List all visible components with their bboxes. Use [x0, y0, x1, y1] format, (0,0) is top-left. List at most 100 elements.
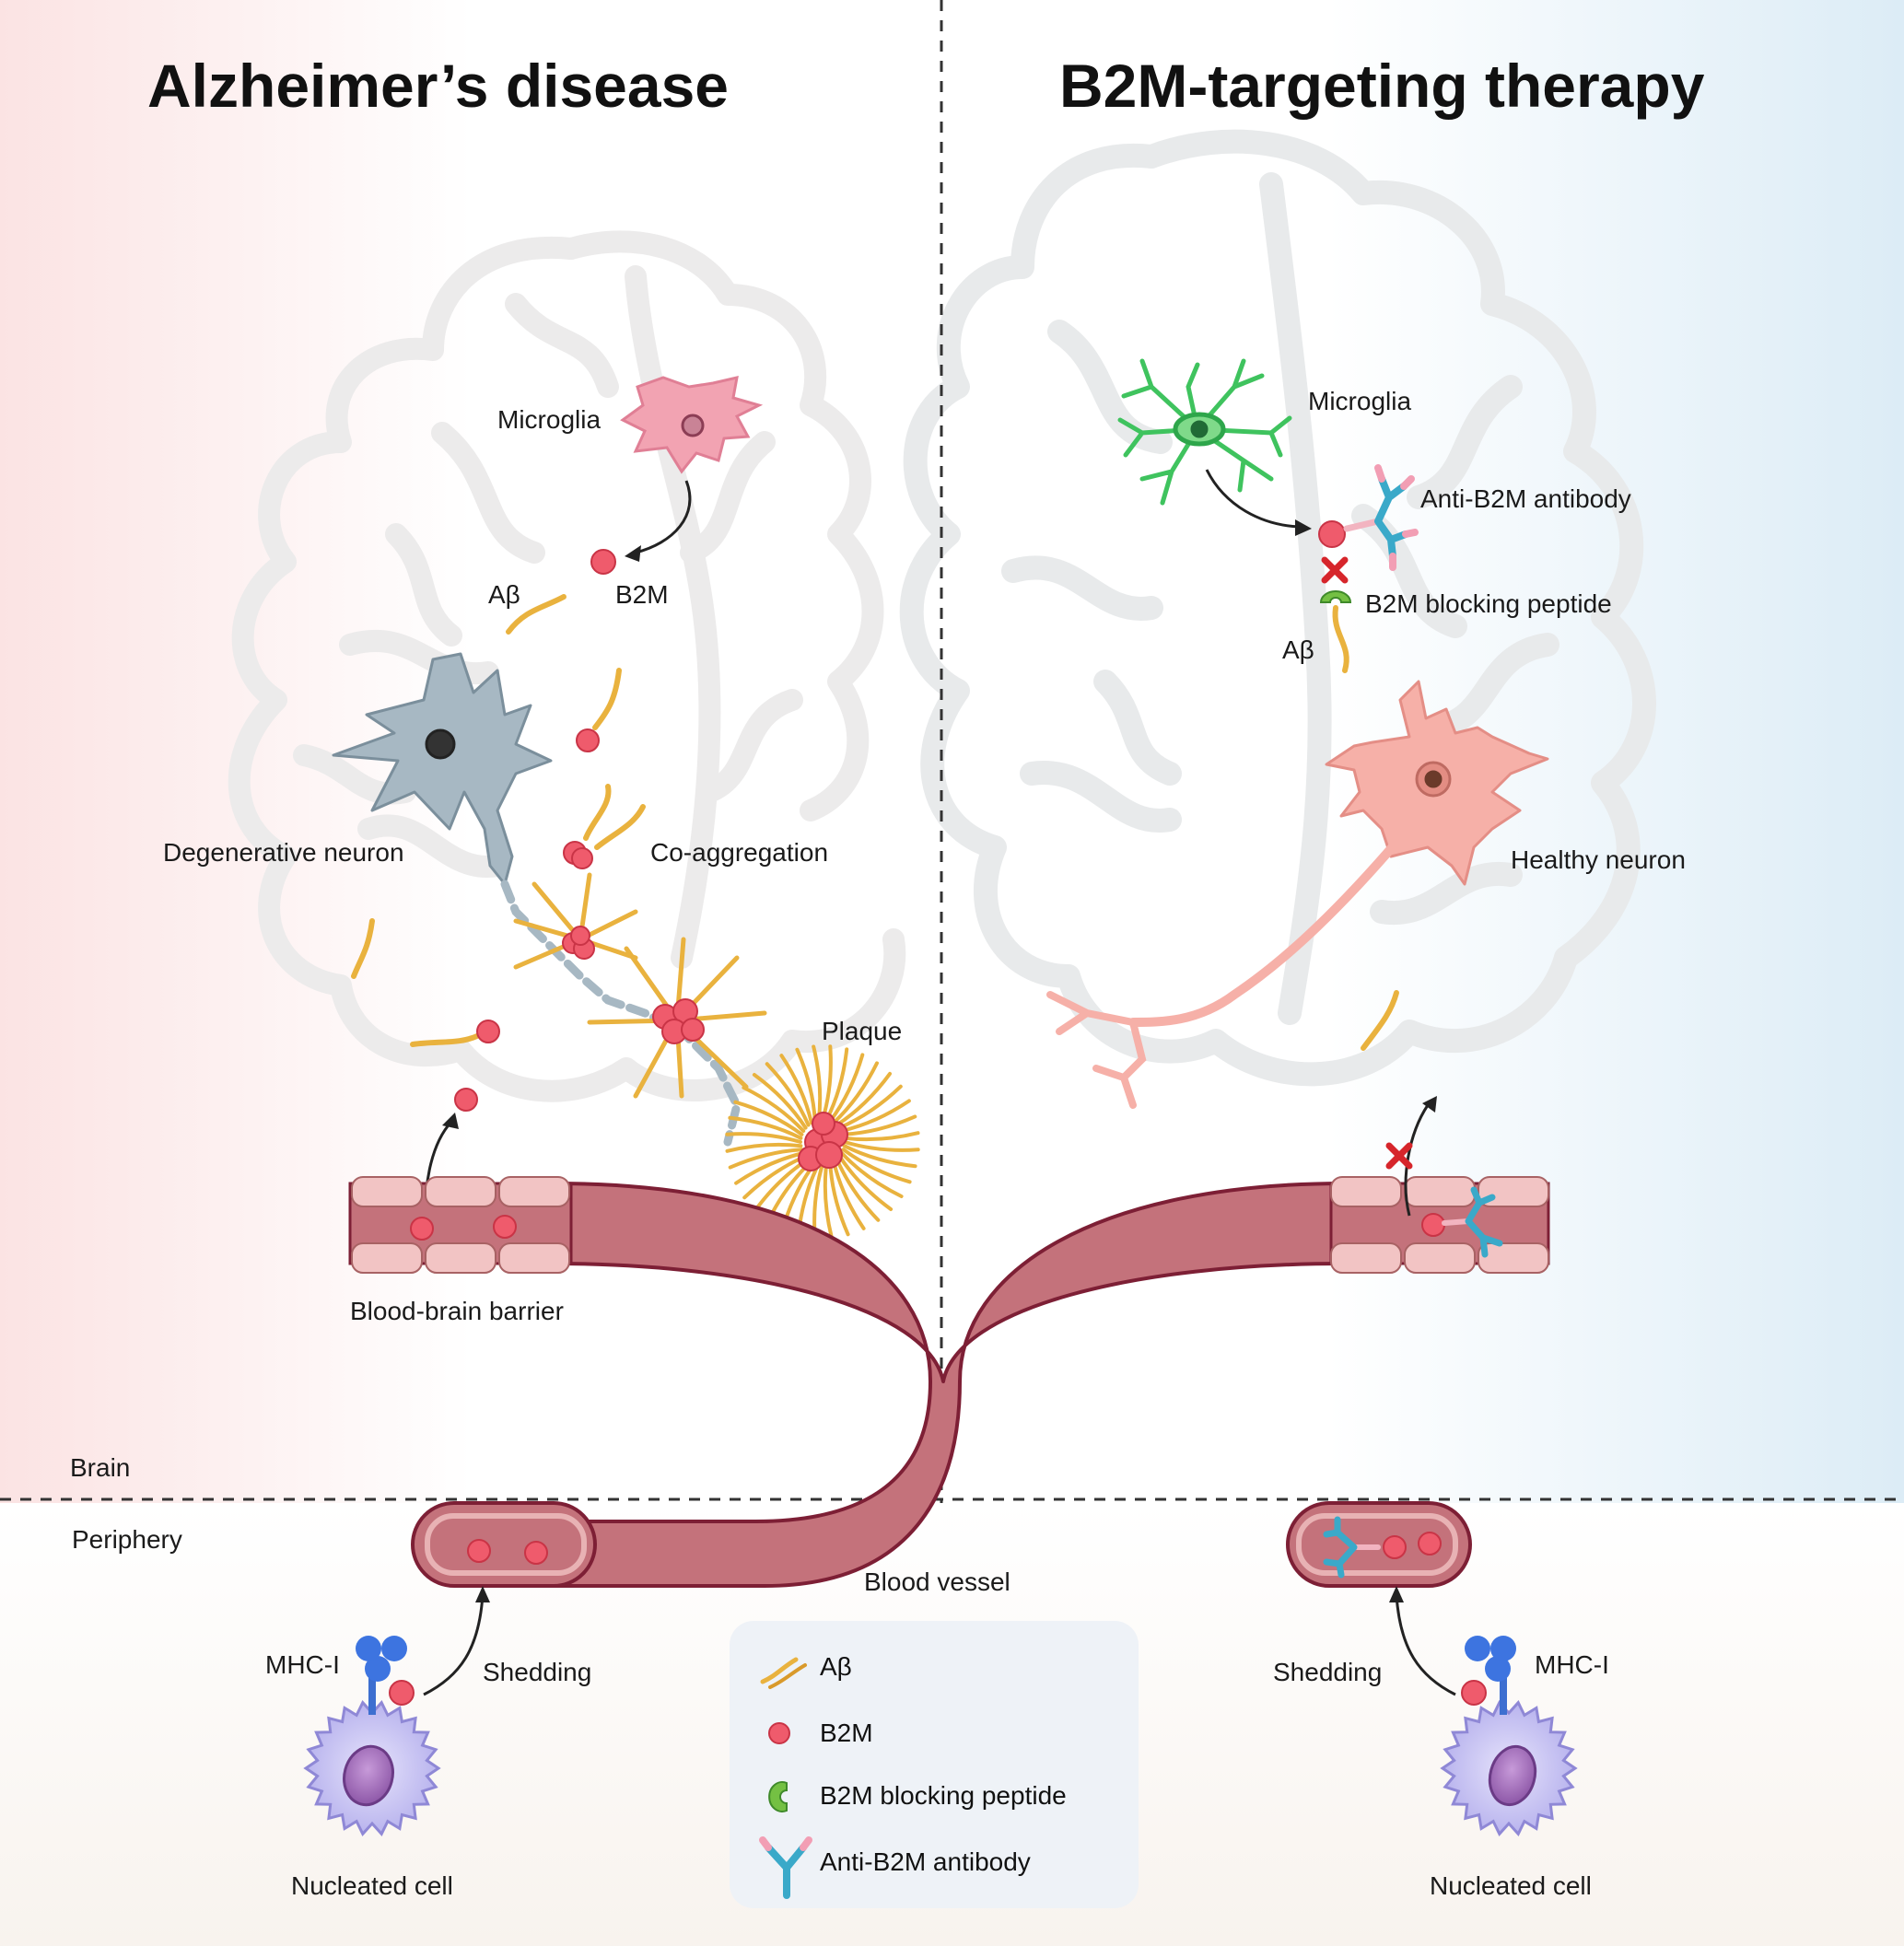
- degenerative-neuron-cell: [332, 652, 553, 886]
- left-peripheral-vessel: [411, 1501, 597, 1588]
- b2m-molecule: [576, 728, 600, 752]
- arrowhead: [625, 545, 641, 562]
- blocking-peptide-icon: [768, 1781, 788, 1812]
- microglia-to-b2m-arrow: [635, 480, 692, 554]
- legend-item-b2m: B2M: [730, 1706, 1139, 1761]
- plaque-fibril: [837, 1084, 903, 1130]
- plaque-fibril: [828, 1160, 850, 1237]
- blood-vessel-label: Blood vessel: [864, 1567, 1010, 1596]
- plaque-fibril: [752, 1073, 808, 1130]
- plaque-fibril: [795, 1047, 817, 1124]
- plaque-fibril: [725, 1132, 802, 1144]
- left-shedding-label: Shedding: [483, 1658, 592, 1686]
- degenerating-axon: [500, 880, 742, 1147]
- co-aggregate-medium: [587, 937, 767, 1099]
- plaque-fibril: [835, 1071, 892, 1127]
- abeta-fibril: [410, 1032, 482, 1047]
- healthy-neuron-label: Healthy neuron: [1511, 845, 1686, 874]
- legend-item-antibody: Anti-B2M antibody: [730, 1835, 1139, 1899]
- ad-microglia-cell: [620, 376, 764, 474]
- abeta-fibril: [1361, 990, 1399, 1051]
- blocking-peptide-label: B2M blocking peptide: [1365, 589, 1612, 618]
- right-shedding-label: Shedding: [1273, 1658, 1383, 1686]
- blocked-crossing-arrow: [1404, 1104, 1430, 1217]
- legend-label: Anti-B2M antibody: [820, 1847, 1031, 1876]
- arrowhead: [1389, 1586, 1404, 1602]
- degenerative-neuron-label: Degenerative neuron: [163, 838, 404, 867]
- plaque-fibril: [728, 1115, 803, 1140]
- therapy-microglia-cell: [1117, 358, 1292, 506]
- healthy-axon: [1128, 833, 1405, 1027]
- co-aggregate-small: [513, 872, 638, 970]
- periphery-region-label: Periphery: [72, 1525, 182, 1554]
- antibody-in-vessel: [1323, 1516, 1381, 1579]
- antibody-icon: [759, 1836, 812, 1899]
- healthy-neuron-cell: [1325, 680, 1549, 886]
- arrowhead: [1295, 519, 1312, 536]
- plaque-label: Plaque: [822, 1017, 903, 1045]
- b2m-molecule: [590, 549, 616, 575]
- plaque-fibril: [843, 1140, 920, 1152]
- arrowhead: [442, 1113, 459, 1129]
- axon-terminal: [1046, 991, 1147, 1109]
- abeta-fibril: [594, 804, 646, 850]
- right-nucleated-cell-label: Nucleated cell: [1430, 1871, 1592, 1900]
- plaque-fibril: [828, 1053, 865, 1124]
- plaque-fibril: [841, 1148, 912, 1184]
- left-blood-brain-barrier: [348, 1176, 573, 1274]
- antibody-bound: [1343, 464, 1419, 571]
- plaque-fibril: [839, 1151, 904, 1198]
- plaque-fibril: [728, 1148, 804, 1170]
- b2m-molecule: [571, 847, 593, 869]
- legend-box: Aβ B2M B2M blocking peptide Anti-B2M ant…: [730, 1621, 1139, 1908]
- plaque-fibril: [779, 1054, 813, 1125]
- therapy-microglia-label: Microglia: [1308, 387, 1412, 415]
- therapy-abeta-label: Aβ: [1282, 635, 1314, 664]
- abeta-fibril: [506, 594, 567, 635]
- abeta-fibril: [351, 918, 375, 979]
- left-shedding-arrow: [423, 1594, 485, 1696]
- arrowhead: [475, 1586, 490, 1602]
- plaque-fibril: [734, 1151, 806, 1185]
- microglia-to-b2m-arrow: [1205, 469, 1300, 529]
- ad-abeta-label: Aβ: [488, 580, 520, 609]
- plaque-fibril: [839, 1099, 911, 1133]
- abeta-fibril: [1332, 605, 1349, 673]
- plaque-fibril: [842, 1131, 920, 1142]
- plaque-fibril: [842, 1144, 917, 1169]
- b2m-molecule: [454, 1088, 478, 1112]
- blocked-crossing-x: [1385, 1142, 1413, 1170]
- brain-region-label: Brain: [70, 1453, 131, 1482]
- b2m-molecule: [476, 1020, 500, 1043]
- left-panel-title: Alzheimer’s disease: [147, 52, 729, 120]
- antibody-in-bbb: [1442, 1186, 1503, 1258]
- blood-vessel-loop: [551, 1182, 1347, 1588]
- abeta-fibril-icon: [760, 1657, 807, 1689]
- b2m-molecule: [1318, 520, 1346, 548]
- legend-item-abeta: Aβ: [730, 1639, 1139, 1695]
- co-aggregation-label: Co-aggregation: [650, 838, 829, 867]
- plaque-fibril: [823, 1161, 834, 1240]
- plaque-fibril: [835, 1157, 881, 1222]
- plaque-fibril: [725, 1142, 803, 1153]
- right-blood-brain-barrier: [1329, 1176, 1550, 1274]
- plaque-fibril: [765, 1062, 811, 1127]
- b2m-dot-icon: [768, 1722, 790, 1744]
- anti-b2m-antibody-label: Anti-B2M antibody: [1420, 484, 1631, 513]
- legend-label: B2M: [820, 1719, 873, 1747]
- right-peripheral-vessel: [1286, 1501, 1472, 1588]
- legend-label: Aβ: [820, 1652, 852, 1681]
- amyloid-plaque: [725, 1044, 920, 1240]
- abeta-fibril: [583, 784, 612, 841]
- ad-b2m-label: B2M: [615, 580, 669, 609]
- right-shedding-arrow: [1395, 1594, 1456, 1696]
- right-panel-title: B2M-targeting therapy: [1059, 52, 1705, 120]
- bbb-label: Blood-brain barrier: [350, 1297, 564, 1325]
- plaque-fibril: [837, 1154, 894, 1211]
- plaque-fibril: [832, 1061, 879, 1125]
- legend-item-blocking-peptide: B2M blocking peptide: [730, 1768, 1139, 1824]
- plaque-fibril: [832, 1159, 866, 1230]
- blocked-interaction-x: [1321, 556, 1349, 584]
- plaque-fibril: [733, 1100, 804, 1136]
